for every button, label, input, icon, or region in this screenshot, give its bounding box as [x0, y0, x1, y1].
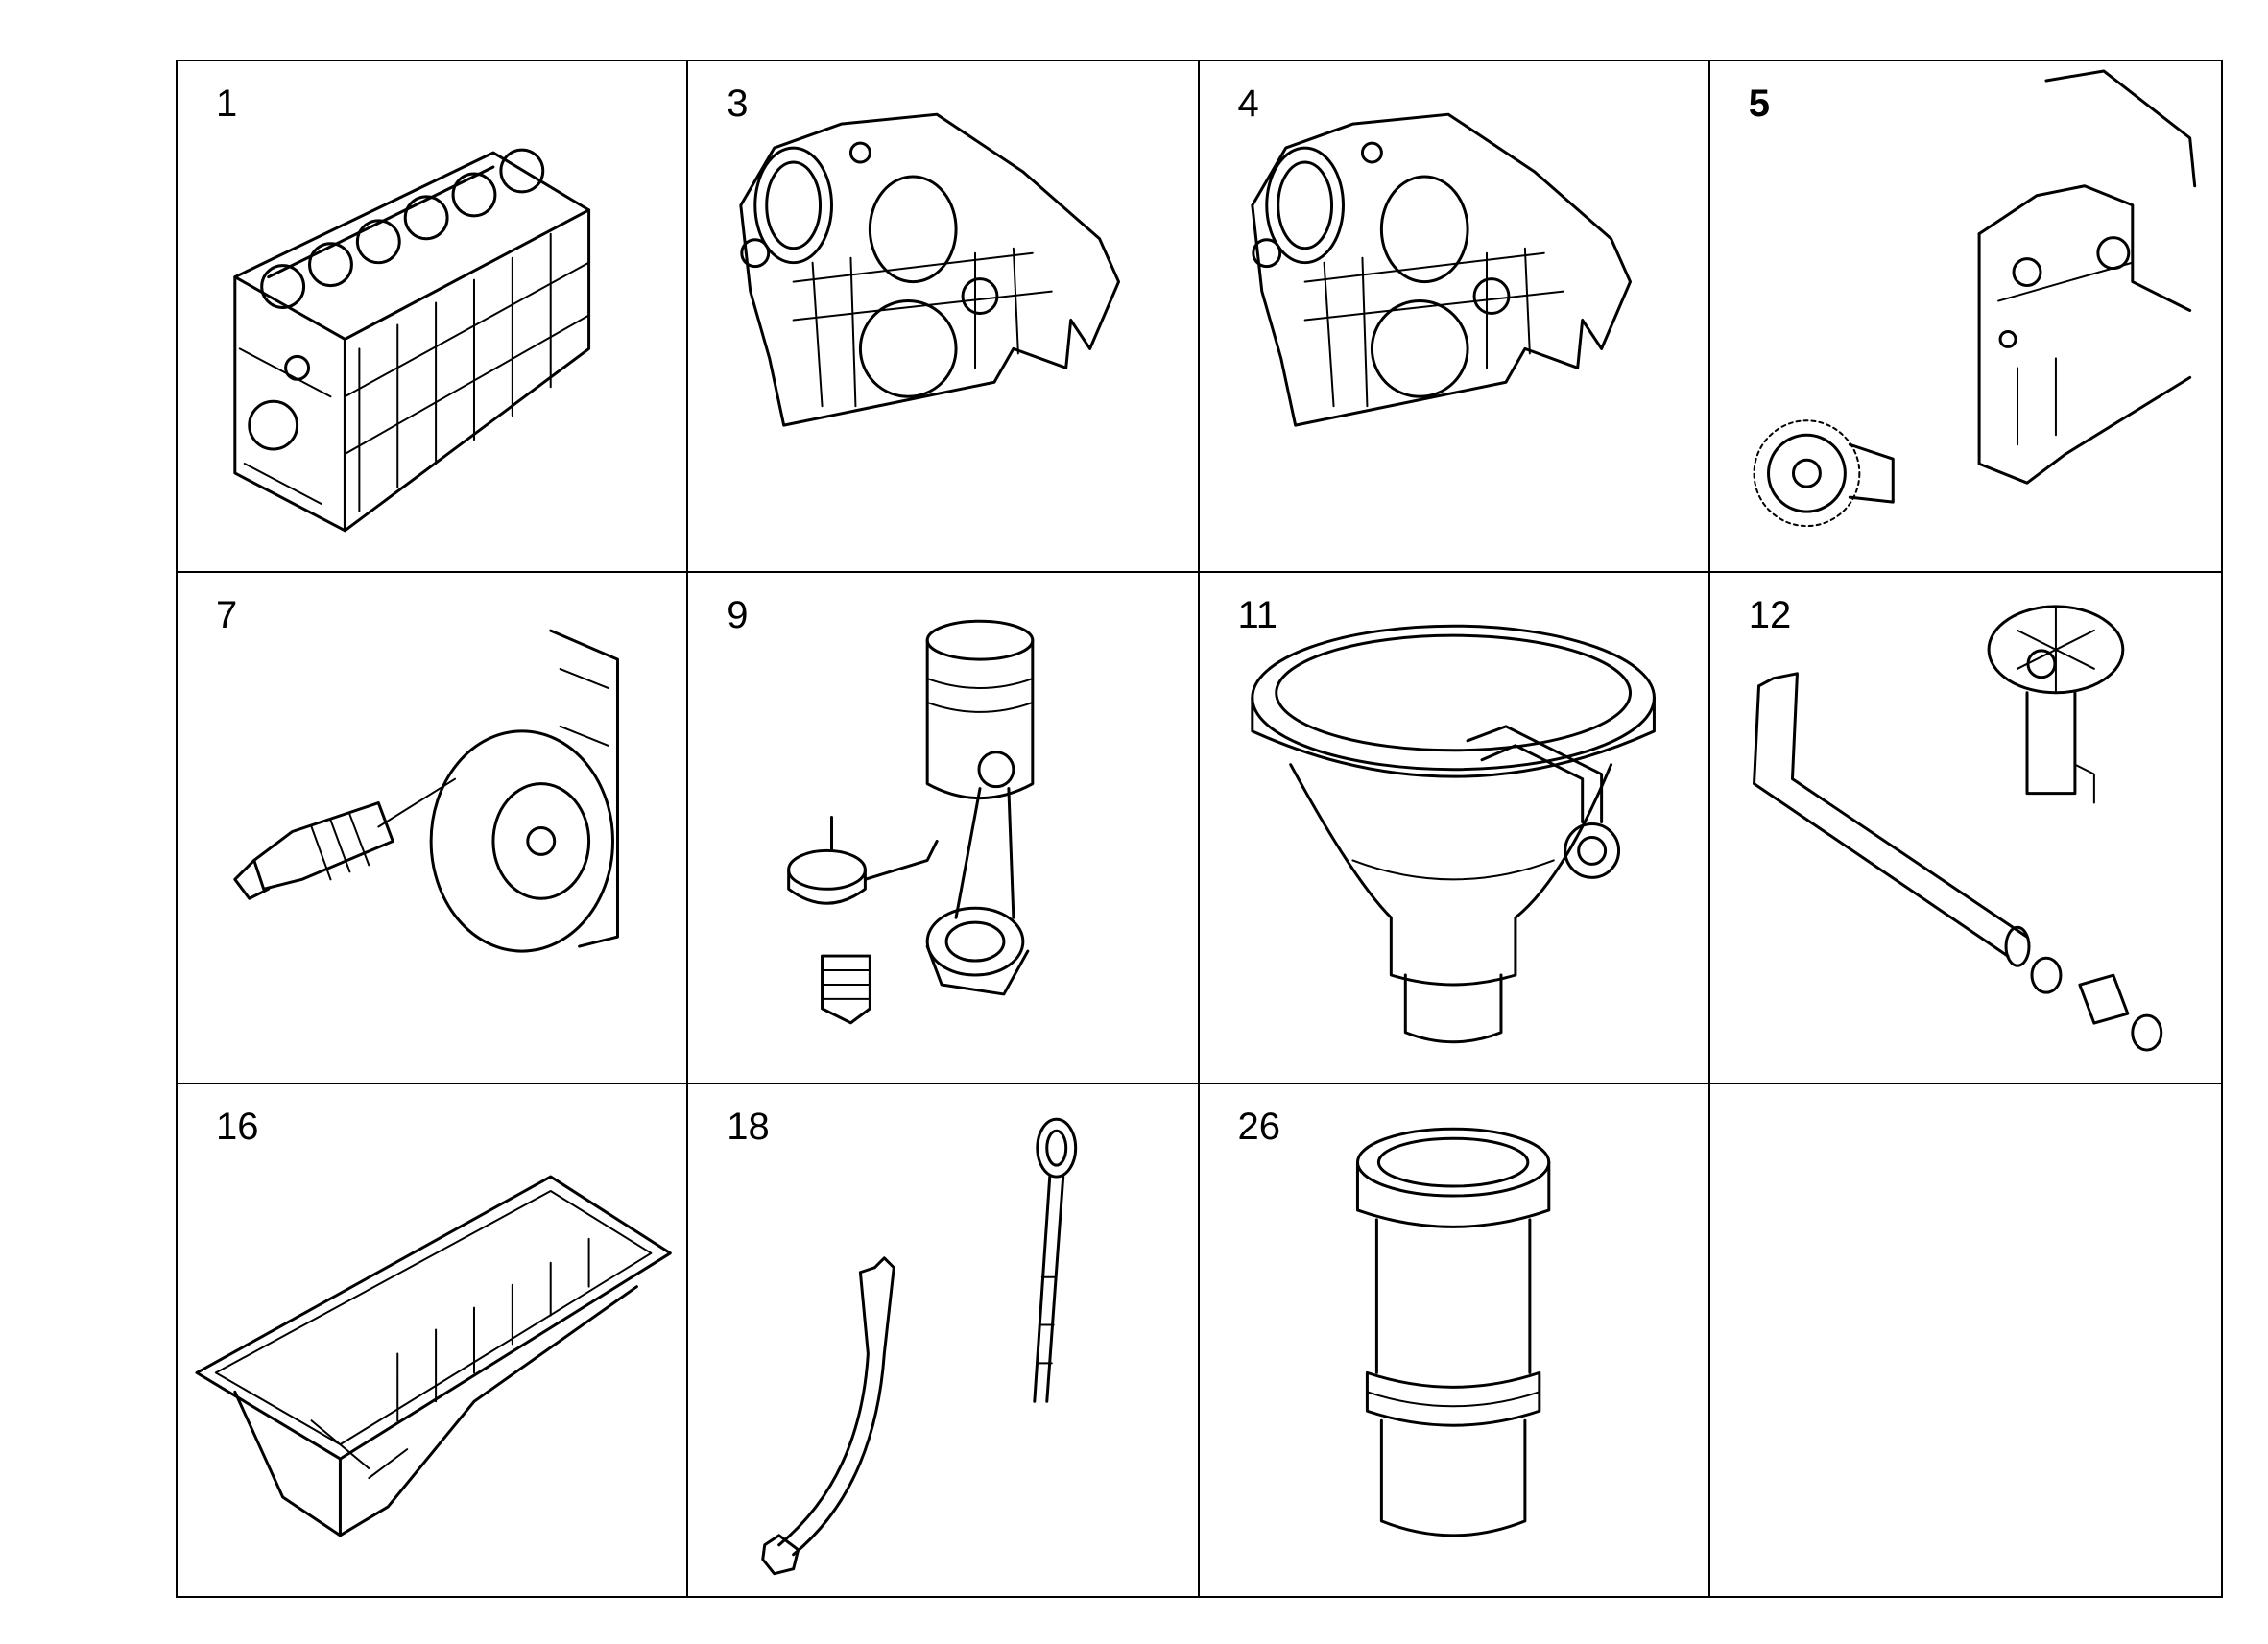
- part-cell-7[interactable]: 7: [178, 573, 689, 1084]
- part-number: 26: [1237, 1106, 1281, 1148]
- part-cell-18[interactable]: 18: [688, 1084, 1200, 1596]
- part-number: 1: [216, 83, 238, 125]
- sensor-flywheel-icon: [233, 629, 619, 953]
- part-number: 7: [216, 594, 238, 636]
- gear-housing-icon: [1753, 69, 2196, 528]
- timing-cover-icon: [739, 112, 1121, 427]
- part-number: 11: [1237, 594, 1278, 636]
- part-cell-3[interactable]: 3: [688, 61, 1200, 573]
- part-number: 9: [727, 594, 749, 636]
- part-cell-5[interactable]: 5: [1709, 61, 2221, 573]
- part-cell-26[interactable]: 26: [1200, 1084, 1710, 1596]
- part-number: 5: [1748, 83, 1770, 125]
- empty-cell: [1710, 1084, 2221, 1596]
- breather-pipe-icon: [1752, 605, 2162, 1052]
- part-cell-12[interactable]: 12: [1709, 573, 2221, 1084]
- piston-conrod-icon: [787, 619, 1035, 1025]
- part-number: 3: [727, 83, 749, 125]
- part-number: 4: [1237, 83, 1259, 125]
- dipstick-tube-icon: [761, 1117, 1078, 1576]
- cylinder-liner-icon: [1355, 1127, 1550, 1537]
- part-cell-9[interactable]: 9: [688, 573, 1200, 1084]
- part-cell-4[interactable]: 4: [1199, 61, 1710, 573]
- part-number: 12: [1748, 594, 1792, 636]
- oil-sump-icon: [195, 1175, 672, 1537]
- timing-cover-icon: [1250, 112, 1632, 427]
- part-number: 18: [727, 1106, 770, 1148]
- part-cell-11[interactable]: 11: [1199, 573, 1710, 1084]
- part-number: 16: [216, 1106, 259, 1148]
- parts-diagram-grid: 1 3 4: [176, 60, 2223, 1598]
- part-cell-16[interactable]: 16: [178, 1084, 689, 1596]
- oil-filler-funnel-icon: [1250, 624, 1656, 1044]
- engine-block-icon: [233, 148, 591, 533]
- part-cell-1[interactable]: 1: [178, 61, 689, 573]
